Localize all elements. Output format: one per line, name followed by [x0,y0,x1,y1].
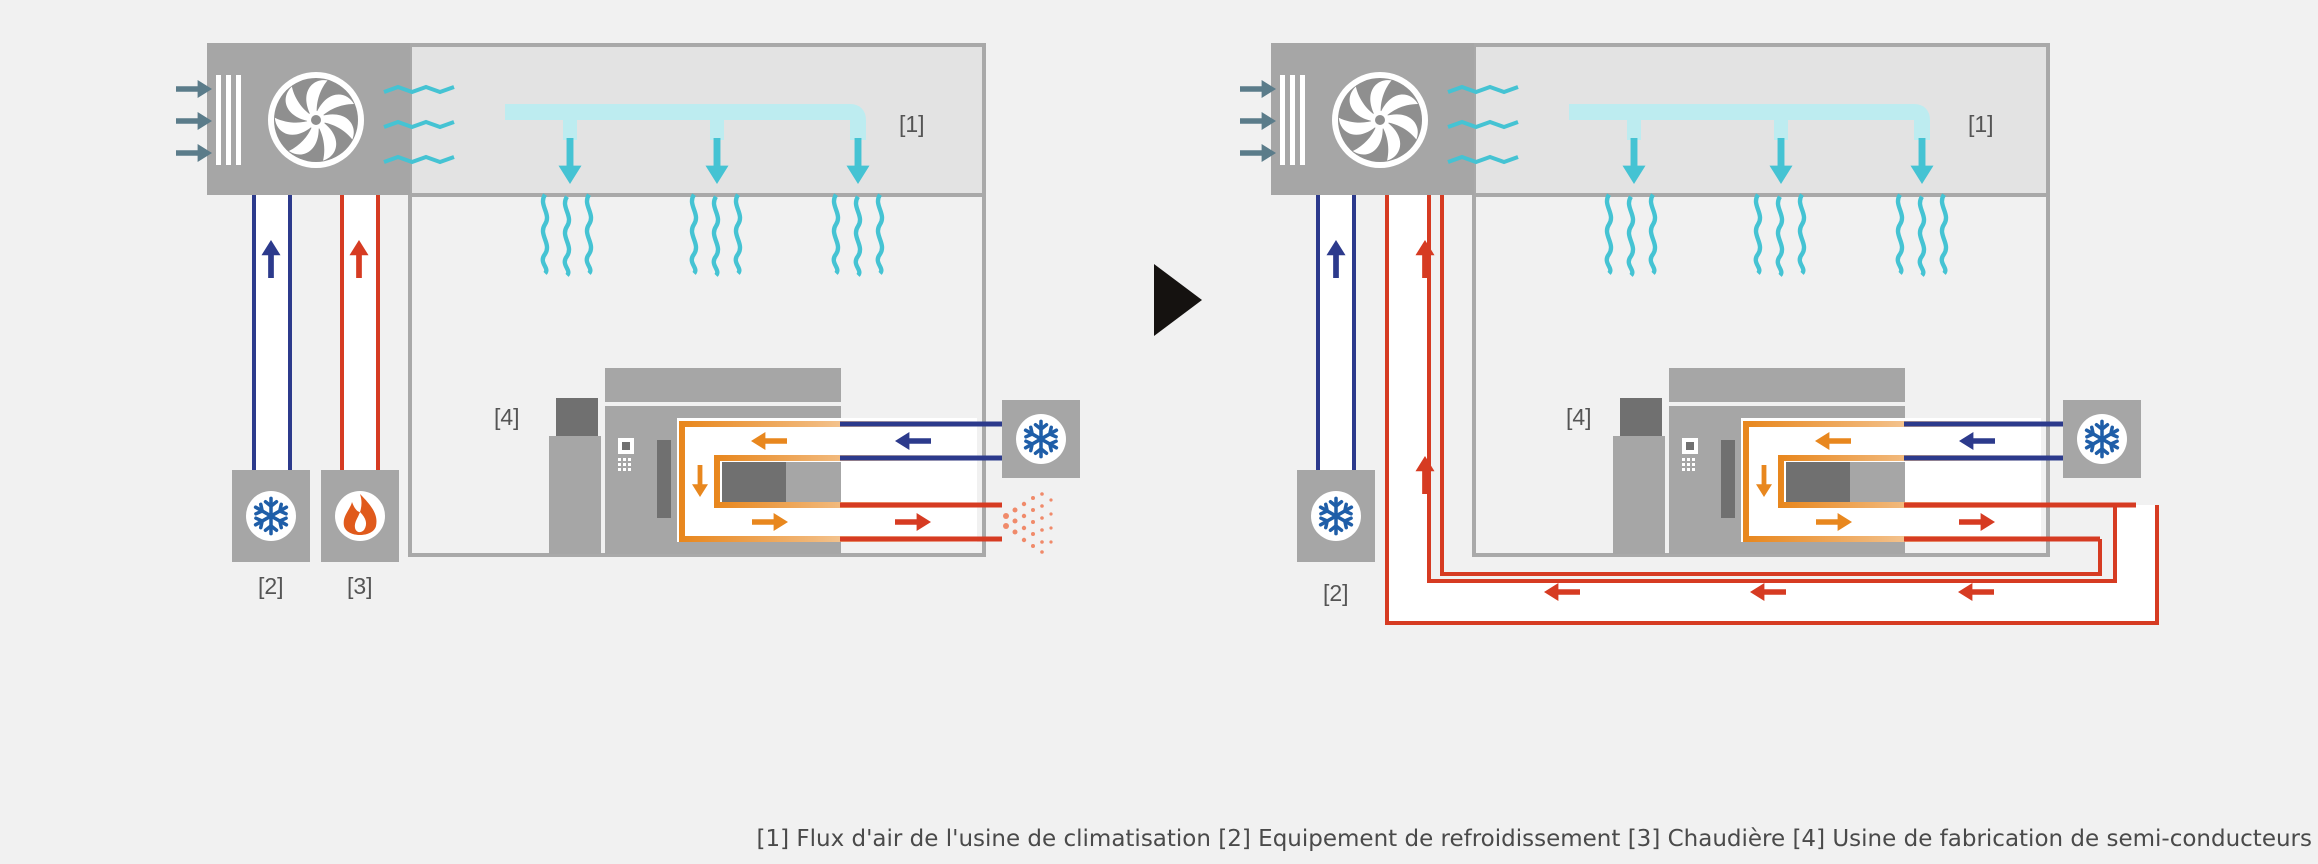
cleanroom-wall [408,193,986,557]
cleanroom-wall [1472,193,2050,557]
outlet-flow [1447,84,1519,165]
diagram-after: [1] [2] [1240,43,2159,625]
room-airflow [543,195,882,276]
intake-arrows [176,80,212,162]
label-fab: [4] [494,404,520,430]
hot-water-pipe [340,195,380,472]
flame-icon [335,491,385,541]
process-cooling-loop [1741,418,2136,542]
heat-recovery-loop [1385,195,2159,625]
room-airflow [1607,195,1946,276]
label-airflow: [1] [899,111,925,137]
filter-grille [216,75,241,165]
cold-water-pipe [252,195,292,472]
label-fab: [4] [1566,404,1592,430]
supply-duct [505,104,866,140]
label-boiler: [3] [347,573,373,599]
filter-grille [1280,75,1305,165]
cold-water-pipe [1316,195,1356,472]
label-cooling: [2] [258,573,284,599]
snowflake-icon [2077,414,2127,464]
waste-heat-dots [1003,492,1053,554]
process-cooling-loop [677,418,1002,542]
play-arrow-icon [1154,264,1202,336]
diagram-before: [1] [2] [3] [176,43,1080,599]
snowflake-icon [1311,491,1361,541]
intake-arrows [1240,80,1276,162]
outlet-flow [383,84,455,165]
fan-icon [268,72,364,168]
label-airflow: [1] [1968,111,1994,137]
snowflake-icon [246,491,296,541]
supply-duct [1569,104,1930,140]
label-cooling: [2] [1323,580,1349,606]
legend-caption: [1] Flux d'air de l'usine de climatisati… [756,826,2312,852]
fan-icon [1332,72,1428,168]
snowflake-icon [1016,414,1066,464]
